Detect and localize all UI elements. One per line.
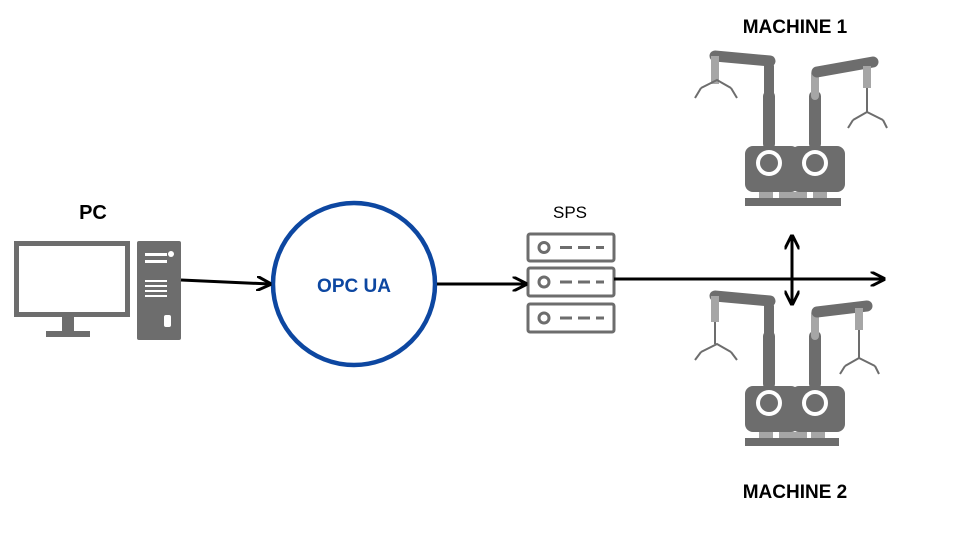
edge-pc-to-opc xyxy=(180,280,270,284)
machine-1-label: MACHINE 1 xyxy=(743,17,848,38)
opc-ua-node: OPC UA xyxy=(270,200,438,368)
pc-label: PC xyxy=(79,202,107,224)
connectors xyxy=(180,236,884,304)
server-rack-icon xyxy=(526,232,616,334)
sps-label: SPS xyxy=(553,203,587,222)
desktop-computer-icon xyxy=(14,241,181,340)
robot-arms-icon xyxy=(694,50,888,206)
sps-node: SPS xyxy=(526,203,616,334)
machine-2-label: MACHINE 2 xyxy=(743,482,848,503)
opc-ua-circle xyxy=(270,200,438,368)
robot-arms-icon xyxy=(694,290,880,446)
opc-ua-label: OPC UA xyxy=(317,276,391,297)
pc-node: PC xyxy=(14,202,181,340)
machine-1-node: MACHINE 1 xyxy=(694,17,888,206)
machine-2-node: MACHINE 2 xyxy=(694,290,880,503)
